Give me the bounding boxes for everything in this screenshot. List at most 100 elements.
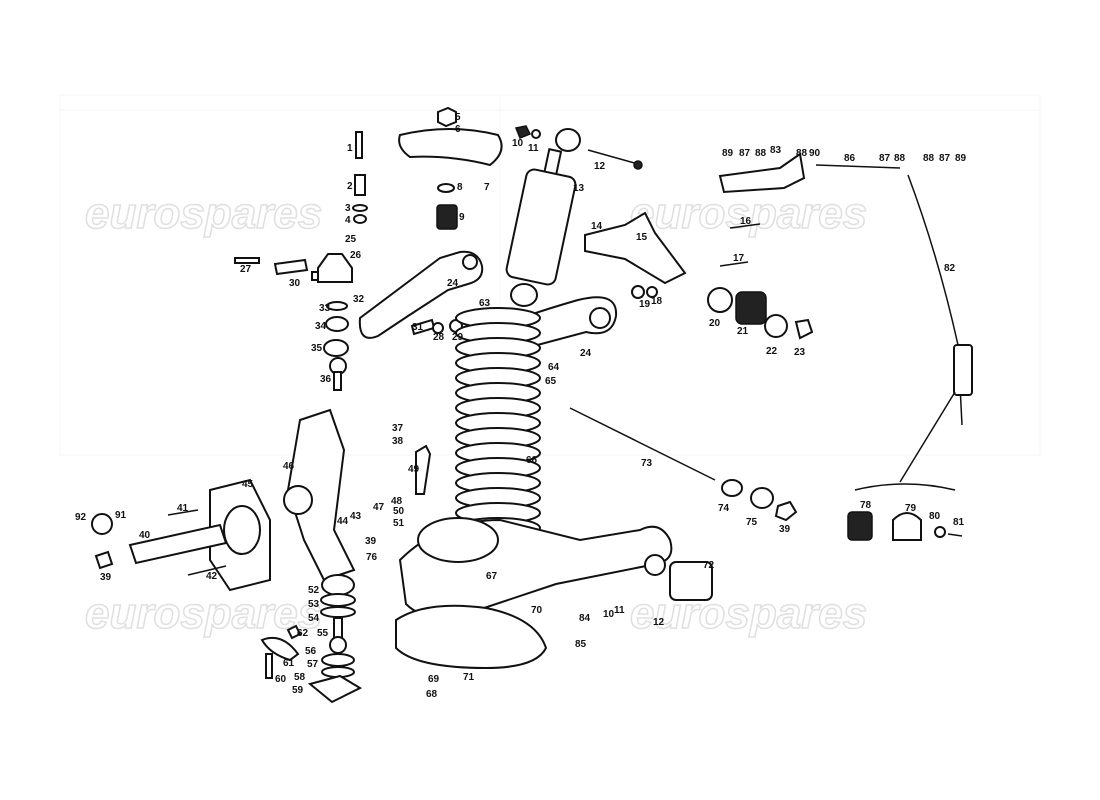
part-number-label: 53: [308, 599, 320, 610]
part-number-label: 32: [353, 294, 365, 305]
part-number-label: 9: [459, 212, 465, 223]
part-number-label: 13: [573, 183, 585, 194]
part-number-label: 35: [311, 343, 323, 354]
part-number-label: 87: [879, 153, 891, 164]
part-number-label: 17: [733, 253, 745, 264]
part-number-label: 84: [579, 613, 591, 624]
watermark-text: eurospares: [85, 589, 322, 638]
part-number-label: 59: [292, 685, 304, 696]
anti-roll-bar: [718, 152, 973, 541]
part-number-label: 75: [746, 517, 758, 528]
part-number-label: 5: [455, 112, 461, 123]
part-number-label: 31: [412, 322, 424, 333]
part-number-label: 43: [350, 511, 362, 522]
bracket-parts: [584, 211, 814, 340]
part-number-label: 46: [283, 461, 295, 472]
part-number-label: 79: [905, 503, 917, 514]
part-number-label: 24: [580, 348, 592, 359]
part-number-label: 63: [479, 298, 491, 309]
part-number-label: 3: [345, 203, 351, 214]
part-number-label: 74: [718, 503, 730, 514]
part-number-label: 25: [345, 234, 357, 245]
part-number-label: 76: [366, 552, 378, 563]
part-number-label: 65: [545, 376, 557, 387]
part-number-label: 57: [307, 659, 319, 670]
part-number-label: 88: [755, 148, 767, 159]
part-number-label: 64: [548, 362, 560, 373]
part-number-label: 66: [526, 455, 538, 466]
part-number-label: 82: [944, 263, 956, 274]
part-number-label: 69: [428, 674, 440, 685]
part-number-label: 20: [709, 318, 721, 329]
part-number-label: 49: [408, 464, 420, 475]
part-number-label: 88: [894, 153, 906, 164]
lower-balljoint-parts: [260, 574, 363, 704]
part-number-label: 11: [614, 605, 625, 616]
part-number-label: 11: [528, 143, 539, 154]
part-number-label: 12: [653, 617, 665, 628]
part-number-label: 14: [591, 221, 603, 232]
part-number-label: 61: [283, 658, 295, 669]
part-number-label: 71: [463, 672, 475, 683]
part-number-label: 44: [337, 516, 349, 527]
watermark-text: eurospares: [630, 189, 867, 238]
part-number-label: 91: [115, 510, 127, 521]
part-number-label: 39: [365, 536, 377, 547]
part-number-label: 21: [737, 326, 749, 337]
part-number-label: 27: [240, 264, 252, 275]
part-number-label: 26: [350, 250, 362, 261]
part-number-label: 47: [373, 502, 385, 513]
part-number-label: 89: [955, 153, 967, 164]
part-number-label: 52: [308, 585, 320, 596]
part-number-label: 15: [636, 232, 648, 243]
part-number-label: 81: [953, 517, 965, 528]
part-number-label: 4: [345, 215, 351, 226]
part-number-label: 55: [317, 628, 329, 639]
part-number-label: 40: [139, 530, 151, 541]
part-number-label: 37: [392, 423, 404, 434]
part-number-label: 34: [315, 321, 327, 332]
part-number-label: 29: [452, 332, 464, 343]
part-number-label: 88: [923, 153, 935, 164]
stub-axle-and-hub: [91, 408, 432, 592]
part-number-label: 28: [433, 332, 445, 343]
part-number-label: 6: [455, 124, 461, 135]
part-number-label: 87: [739, 148, 751, 159]
part-number-label: 12: [594, 161, 606, 172]
part-number-label: 62: [297, 628, 309, 639]
part-number-label: 90: [809, 148, 821, 159]
part-number-label: 58: [294, 672, 306, 683]
part-number-label: 10: [512, 138, 524, 149]
part-number-label: 68: [426, 689, 438, 700]
part-number-label: 80: [929, 511, 941, 522]
watermark-text: eurospares: [85, 189, 322, 238]
part-number-label: 88: [796, 148, 808, 159]
torsion-rod: [569, 407, 798, 522]
part-number-label: 48: [391, 496, 403, 507]
part-number-label: 16: [740, 216, 752, 227]
part-number-label: 87: [939, 153, 951, 164]
part-number-label: 50: [393, 506, 405, 517]
part-number-label: 86: [844, 153, 856, 164]
upper-arm-rear: [358, 106, 503, 339]
part-number-label: 10: [603, 609, 615, 620]
part-number-label: 18: [651, 296, 663, 307]
part-number-label: 24: [447, 278, 459, 289]
part-number-label: 38: [392, 436, 404, 447]
upper-pivot-parts: [234, 131, 368, 391]
part-number-label: 30: [289, 278, 301, 289]
part-number-label: 60: [275, 674, 287, 685]
part-number-label: 54: [308, 613, 320, 624]
part-number-label: 19: [639, 299, 651, 310]
part-number-label: 2: [347, 181, 353, 192]
part-number-label: 33: [319, 303, 331, 314]
part-number-label: 73: [641, 458, 653, 469]
part-number-label: 72: [703, 560, 715, 571]
part-number-label: 23: [794, 347, 806, 358]
part-number-label: 70: [531, 605, 543, 616]
part-number-label: 45: [242, 479, 254, 490]
part-number-label: 36: [320, 374, 332, 385]
part-number-label: 67: [486, 571, 498, 582]
